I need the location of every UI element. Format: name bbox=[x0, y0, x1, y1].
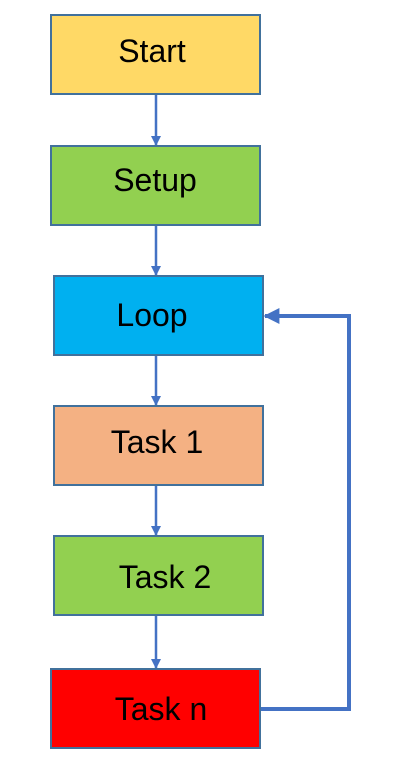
node-setup: Setup bbox=[50, 145, 261, 226]
node-task-2-box bbox=[53, 535, 264, 616]
node-start-box bbox=[50, 14, 261, 95]
node-task-2-label: Task 2 bbox=[119, 559, 211, 595]
node-start: Start bbox=[50, 14, 261, 95]
node-task-n-label: Task n bbox=[115, 691, 207, 727]
node-task-n-box bbox=[50, 668, 261, 749]
node-task-1: Task 1 bbox=[53, 405, 264, 486]
node-task-n: Task n bbox=[50, 668, 261, 749]
node-setup-label: Setup bbox=[113, 162, 197, 198]
node-setup-box bbox=[50, 145, 261, 226]
node-loop-box bbox=[53, 275, 264, 356]
node-task-2: Task 2 bbox=[53, 535, 264, 616]
edge-taskn-loop bbox=[260, 308, 351, 711]
node-loop: Loop bbox=[53, 275, 264, 356]
node-task-1-label: Task 1 bbox=[111, 424, 203, 460]
node-task-1-box bbox=[53, 405, 264, 486]
node-loop-label: Loop bbox=[116, 297, 187, 333]
node-start-label: Start bbox=[118, 33, 186, 69]
